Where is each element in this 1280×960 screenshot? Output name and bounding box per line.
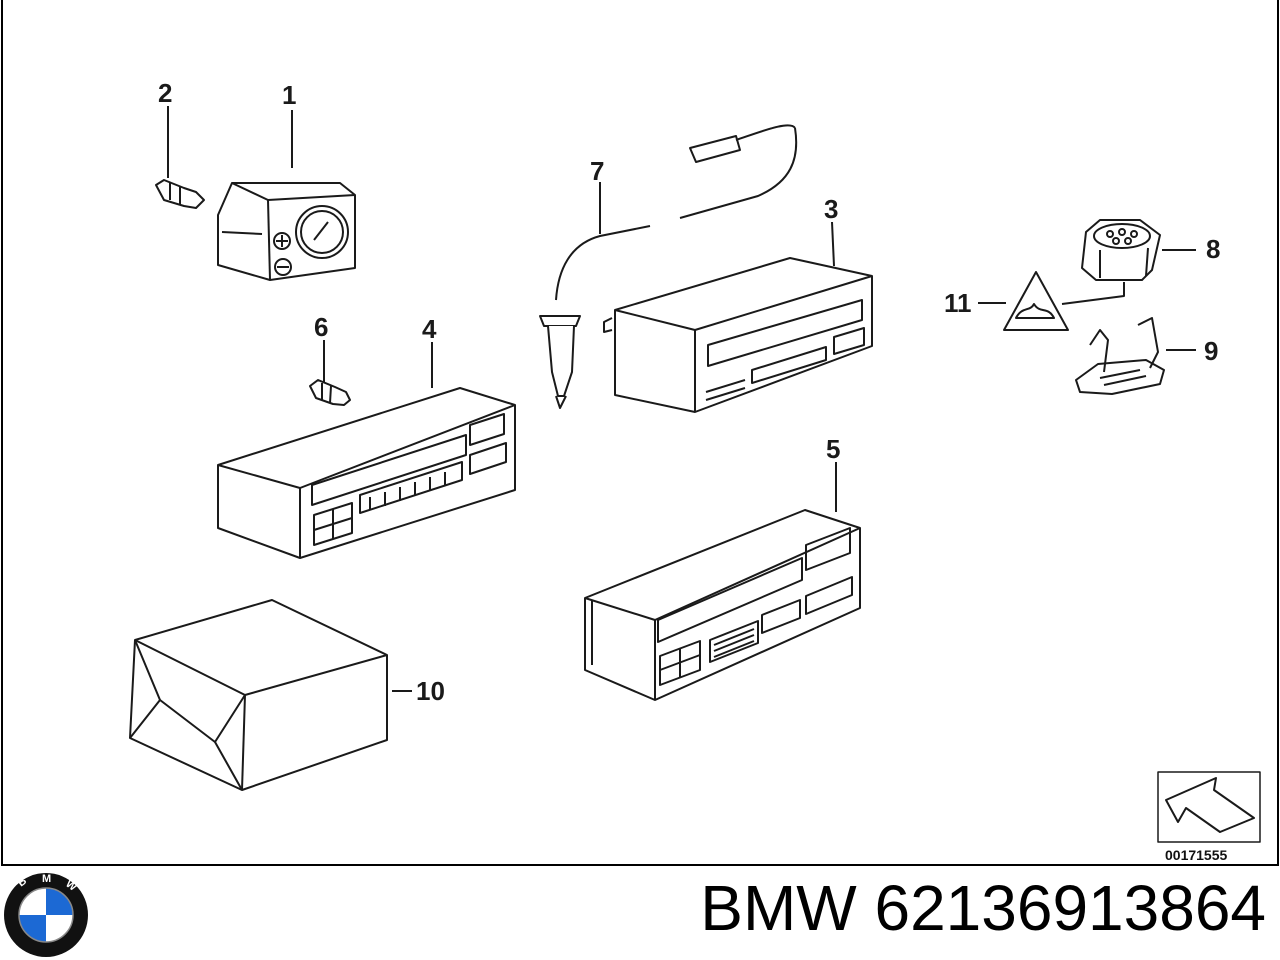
callout-4: 4 (422, 314, 437, 344)
diagram-frame (1, 0, 1279, 866)
arrow-icon (1165, 777, 1255, 833)
part-4-control-panel (217, 387, 516, 559)
callout-5: 5 (826, 434, 840, 464)
part-5-control-panel (584, 509, 861, 701)
part-title: BMW 62136913864 (700, 872, 1266, 944)
part-7-temperature-sensor (539, 124, 798, 409)
svg-text:M: M (42, 873, 51, 885)
callout-10: 10 (416, 676, 445, 706)
part-9-connector-base (1075, 317, 1165, 395)
callout-3: 3 (824, 194, 838, 224)
leader-lines (167, 106, 1196, 692)
part-8-connector (1081, 219, 1161, 281)
callout-6: 6 (314, 312, 328, 342)
warning-triangle-icon (1003, 271, 1069, 331)
direction-indicator (1157, 771, 1261, 843)
part-1-gauge (217, 182, 356, 281)
callout-9: 9 (1204, 336, 1218, 366)
part-3-control-panel (603, 257, 873, 413)
part-6-bulb (309, 379, 351, 406)
callout-7: 7 (590, 156, 604, 186)
callout-11: 11 (944, 288, 972, 318)
part-10-box (129, 599, 388, 791)
part-2-bulb (155, 179, 205, 209)
callout-1: 1 (282, 80, 296, 110)
reference-code: 00171555 (1165, 847, 1228, 863)
callout-2: 2 (158, 78, 172, 108)
callout-8: 8 (1206, 234, 1220, 264)
bmw-logo: B M W (4, 873, 88, 957)
